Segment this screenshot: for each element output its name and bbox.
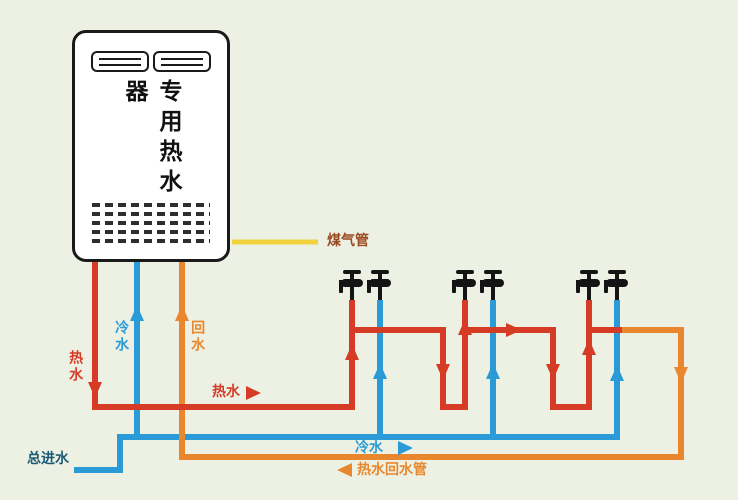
heater-vent-right (153, 51, 211, 72)
flow-arrow-down-icon (88, 382, 102, 398)
flow-arrow-right-icon (506, 323, 522, 337)
gas-pipe-label: 煤气管 (327, 233, 369, 249)
main-inlet-label: 总进水 (27, 451, 69, 467)
flow-arrow-down-icon (436, 364, 450, 380)
flow-arrow-up-icon (130, 305, 144, 321)
flow-arrow-up-icon (345, 344, 359, 360)
hot-water-branch-label: 热水 (212, 384, 240, 400)
return-label-arrow-left-icon (337, 463, 352, 477)
flow-arrow-up-icon (175, 305, 189, 321)
flow-arrow-up-icon (486, 363, 500, 379)
cold-water-in-label: 冷水 (113, 320, 130, 354)
hot-water-pipe-seg3 (465, 300, 592, 410)
return-water-pipe (179, 260, 684, 460)
cold-main-inlet-pipe (74, 437, 123, 473)
flow-arrow-down-icon (546, 364, 560, 380)
heater-grille (92, 203, 210, 245)
cold-label-arrow-right-icon (398, 441, 413, 455)
flow-arrow-up-icon (373, 363, 387, 379)
flow-arrow-down-icon (674, 367, 688, 383)
return-water-label: 回水 (189, 320, 206, 354)
heater-title: 专用热水器 (121, 79, 181, 199)
hot-label-arrow-right-icon (246, 386, 261, 400)
hot-return-pipe-label: 热水回水管 (357, 462, 427, 478)
water-heater-unit: 专用热水器 (72, 30, 230, 262)
cold-water-branch-label: 冷水 (355, 440, 383, 456)
hot-water-out-label: 热水 (67, 350, 84, 384)
hot-water-pipe-seg2 (352, 300, 468, 410)
flow-arrow-up-icon (582, 339, 596, 355)
heater-vent-left (91, 51, 149, 72)
flow-arrow-up-icon (458, 319, 472, 335)
flow-arrow-up-icon (610, 365, 624, 381)
